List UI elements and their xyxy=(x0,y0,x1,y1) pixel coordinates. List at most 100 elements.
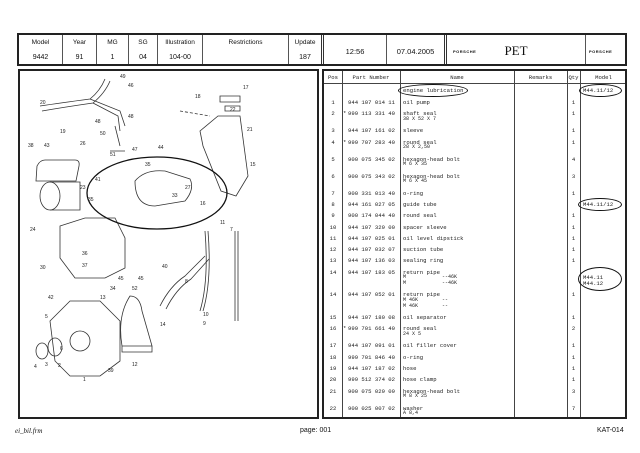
callout-number[interactable]: 50 xyxy=(100,131,106,137)
callout-number[interactable]: 45 xyxy=(118,276,124,282)
leader-line xyxy=(179,110,211,117)
row-part-number[interactable]: 999 113 331 40 xyxy=(348,110,395,118)
callout-number[interactable]: 48 xyxy=(128,114,134,120)
seal-drawing xyxy=(47,337,63,357)
row-qty: 1 xyxy=(571,365,576,372)
row-part-number[interactable]: 900 075 343 02 xyxy=(348,172,395,180)
column-header-remarks[interactable]: Remarks xyxy=(528,74,553,81)
row-qty: 1 xyxy=(571,138,576,146)
callout-number[interactable]: 46 xyxy=(128,83,134,89)
header-label: MG xyxy=(107,39,118,46)
callout-number[interactable]: 39 xyxy=(108,368,114,374)
callout-number[interactable]: 3 xyxy=(45,362,48,368)
callout-number[interactable]: 15 xyxy=(250,162,256,168)
row-part-number[interactable]: 900 025 007 02 xyxy=(348,404,395,412)
header-label: Restrictions xyxy=(228,39,263,46)
row-name: o-ring xyxy=(403,353,424,361)
callout-number[interactable]: 19 xyxy=(60,129,66,135)
callout-number[interactable]: 10 xyxy=(203,312,209,318)
callout-number[interactable]: 26 xyxy=(80,141,86,147)
row-part-number[interactable]: 944 107 032 07 xyxy=(348,246,395,254)
row-name: hose xyxy=(403,365,417,372)
form-name: ei_bil.frm xyxy=(15,427,43,435)
callout-number[interactable]: 35 xyxy=(145,162,151,168)
row-part-number[interactable]: 944 107 052 01 xyxy=(348,291,395,299)
row-part-number[interactable]: 944 107 161 02 xyxy=(348,127,395,135)
callout-number[interactable]: 11 xyxy=(220,220,225,226)
callout-number[interactable]: 23 xyxy=(80,185,86,191)
row-part-number[interactable]: 999 701 661 40 xyxy=(348,325,395,333)
callout-number[interactable]: 43 xyxy=(44,143,50,149)
callout-number[interactable]: 13 xyxy=(100,295,106,301)
callout-number[interactable]: 21 xyxy=(247,127,253,133)
callout-number[interactable]: 35 xyxy=(88,197,94,203)
row-part-number[interactable]: 944 107 014 11 xyxy=(348,99,395,106)
row-part-number[interactable]: 944 161 027 05 xyxy=(348,200,395,208)
row-name-detail: M --46K xyxy=(403,274,458,281)
callout-number[interactable]: 24 xyxy=(30,227,36,233)
row-name: guide tube xyxy=(403,200,437,208)
callout-number[interactable]: 30 xyxy=(40,265,46,271)
callout-number[interactable]: 34 xyxy=(110,286,116,292)
oil-filter-drawing xyxy=(39,181,61,211)
row-part-number[interactable]: 944 107 180 08 xyxy=(348,314,395,322)
callout-number[interactable]: 42 xyxy=(48,295,54,301)
callout-number[interactable]: 40 xyxy=(162,264,168,270)
row-part-number[interactable]: 999 701 846 40 xyxy=(348,353,395,361)
callout-number[interactable]: 36 xyxy=(82,251,88,257)
row-part-number[interactable]: 900 075 029 09 xyxy=(348,387,395,395)
callout-number[interactable]: 6 xyxy=(60,346,63,352)
callout-number[interactable]: 16 xyxy=(200,201,206,207)
callout-number[interactable]: 47 xyxy=(132,147,138,153)
callout-number[interactable]: 52 xyxy=(132,286,138,292)
callout-number[interactable]: 45 xyxy=(138,276,144,282)
callout-number[interactable]: 9 xyxy=(203,321,206,327)
callout-number[interactable]: 49 xyxy=(120,74,126,80)
row-part-number[interactable]: 900 331 013 40 xyxy=(348,189,395,197)
row-part-number[interactable]: 944 107 136 03 xyxy=(348,257,395,265)
row-part-number[interactable]: 900 174 044 40 xyxy=(348,212,395,220)
row-part-number[interactable]: 944 107 183 05 xyxy=(348,268,395,276)
callout-number[interactable]: 4 xyxy=(34,364,37,370)
row-part-number[interactable]: 944 107 187 02 xyxy=(348,365,395,372)
callout-number[interactable]: 12 xyxy=(132,362,138,368)
callout-number[interactable]: 51 xyxy=(110,152,116,158)
callout-number[interactable]: 38 xyxy=(28,143,34,149)
row-qty: 1 xyxy=(571,376,576,384)
callout-number[interactable]: 14 xyxy=(160,322,166,328)
callout-number[interactable]: 20 xyxy=(40,100,46,106)
callout-number[interactable]: 27 xyxy=(185,185,191,191)
callout-number[interactable]: 18 xyxy=(195,94,201,100)
column-header-pos[interactable]: Pos xyxy=(327,74,339,81)
column-header-qty[interactable]: Qty xyxy=(568,74,579,81)
row-part-number[interactable]: 999 512 374 02 xyxy=(348,376,395,384)
callout-number[interactable]: 17 xyxy=(243,85,249,91)
row-name: sleeve xyxy=(403,127,424,135)
row-part-number[interactable]: 944 107 025 01 xyxy=(348,234,395,242)
callout-number[interactable]: 33 xyxy=(172,193,178,199)
callout-number[interactable]: 8 xyxy=(185,279,188,285)
row-pos: 14 xyxy=(329,291,337,299)
callout-number[interactable]: 41 xyxy=(95,177,101,183)
row-star: * xyxy=(343,325,347,333)
callout-number[interactable]: 2 xyxy=(58,363,61,369)
callout-number[interactable]: 7 xyxy=(230,227,233,233)
column-header-part-number[interactable]: Part Number xyxy=(352,74,390,81)
row-part-number[interactable]: 944 107 329 00 xyxy=(348,223,395,231)
callout-number[interactable]: 48 xyxy=(95,119,101,125)
callout-number[interactable]: 1 xyxy=(83,377,86,383)
callout-number[interactable]: 44 xyxy=(158,145,164,151)
row-part-number[interactable]: 944 107 091 01 xyxy=(348,342,395,350)
column-header-model[interactable]: Model xyxy=(595,74,612,81)
row-pos: 18 xyxy=(329,353,337,361)
column-header-name[interactable]: Name xyxy=(450,74,464,81)
row-part-number[interactable]: 900 075 345 02 xyxy=(348,155,395,163)
callout-number[interactable]: 37 xyxy=(82,263,88,269)
callout-number[interactable]: 5 xyxy=(45,314,48,320)
callout-number[interactable]: 22 xyxy=(230,107,236,113)
row-part-number[interactable]: 999 707 283 40 xyxy=(348,138,395,146)
